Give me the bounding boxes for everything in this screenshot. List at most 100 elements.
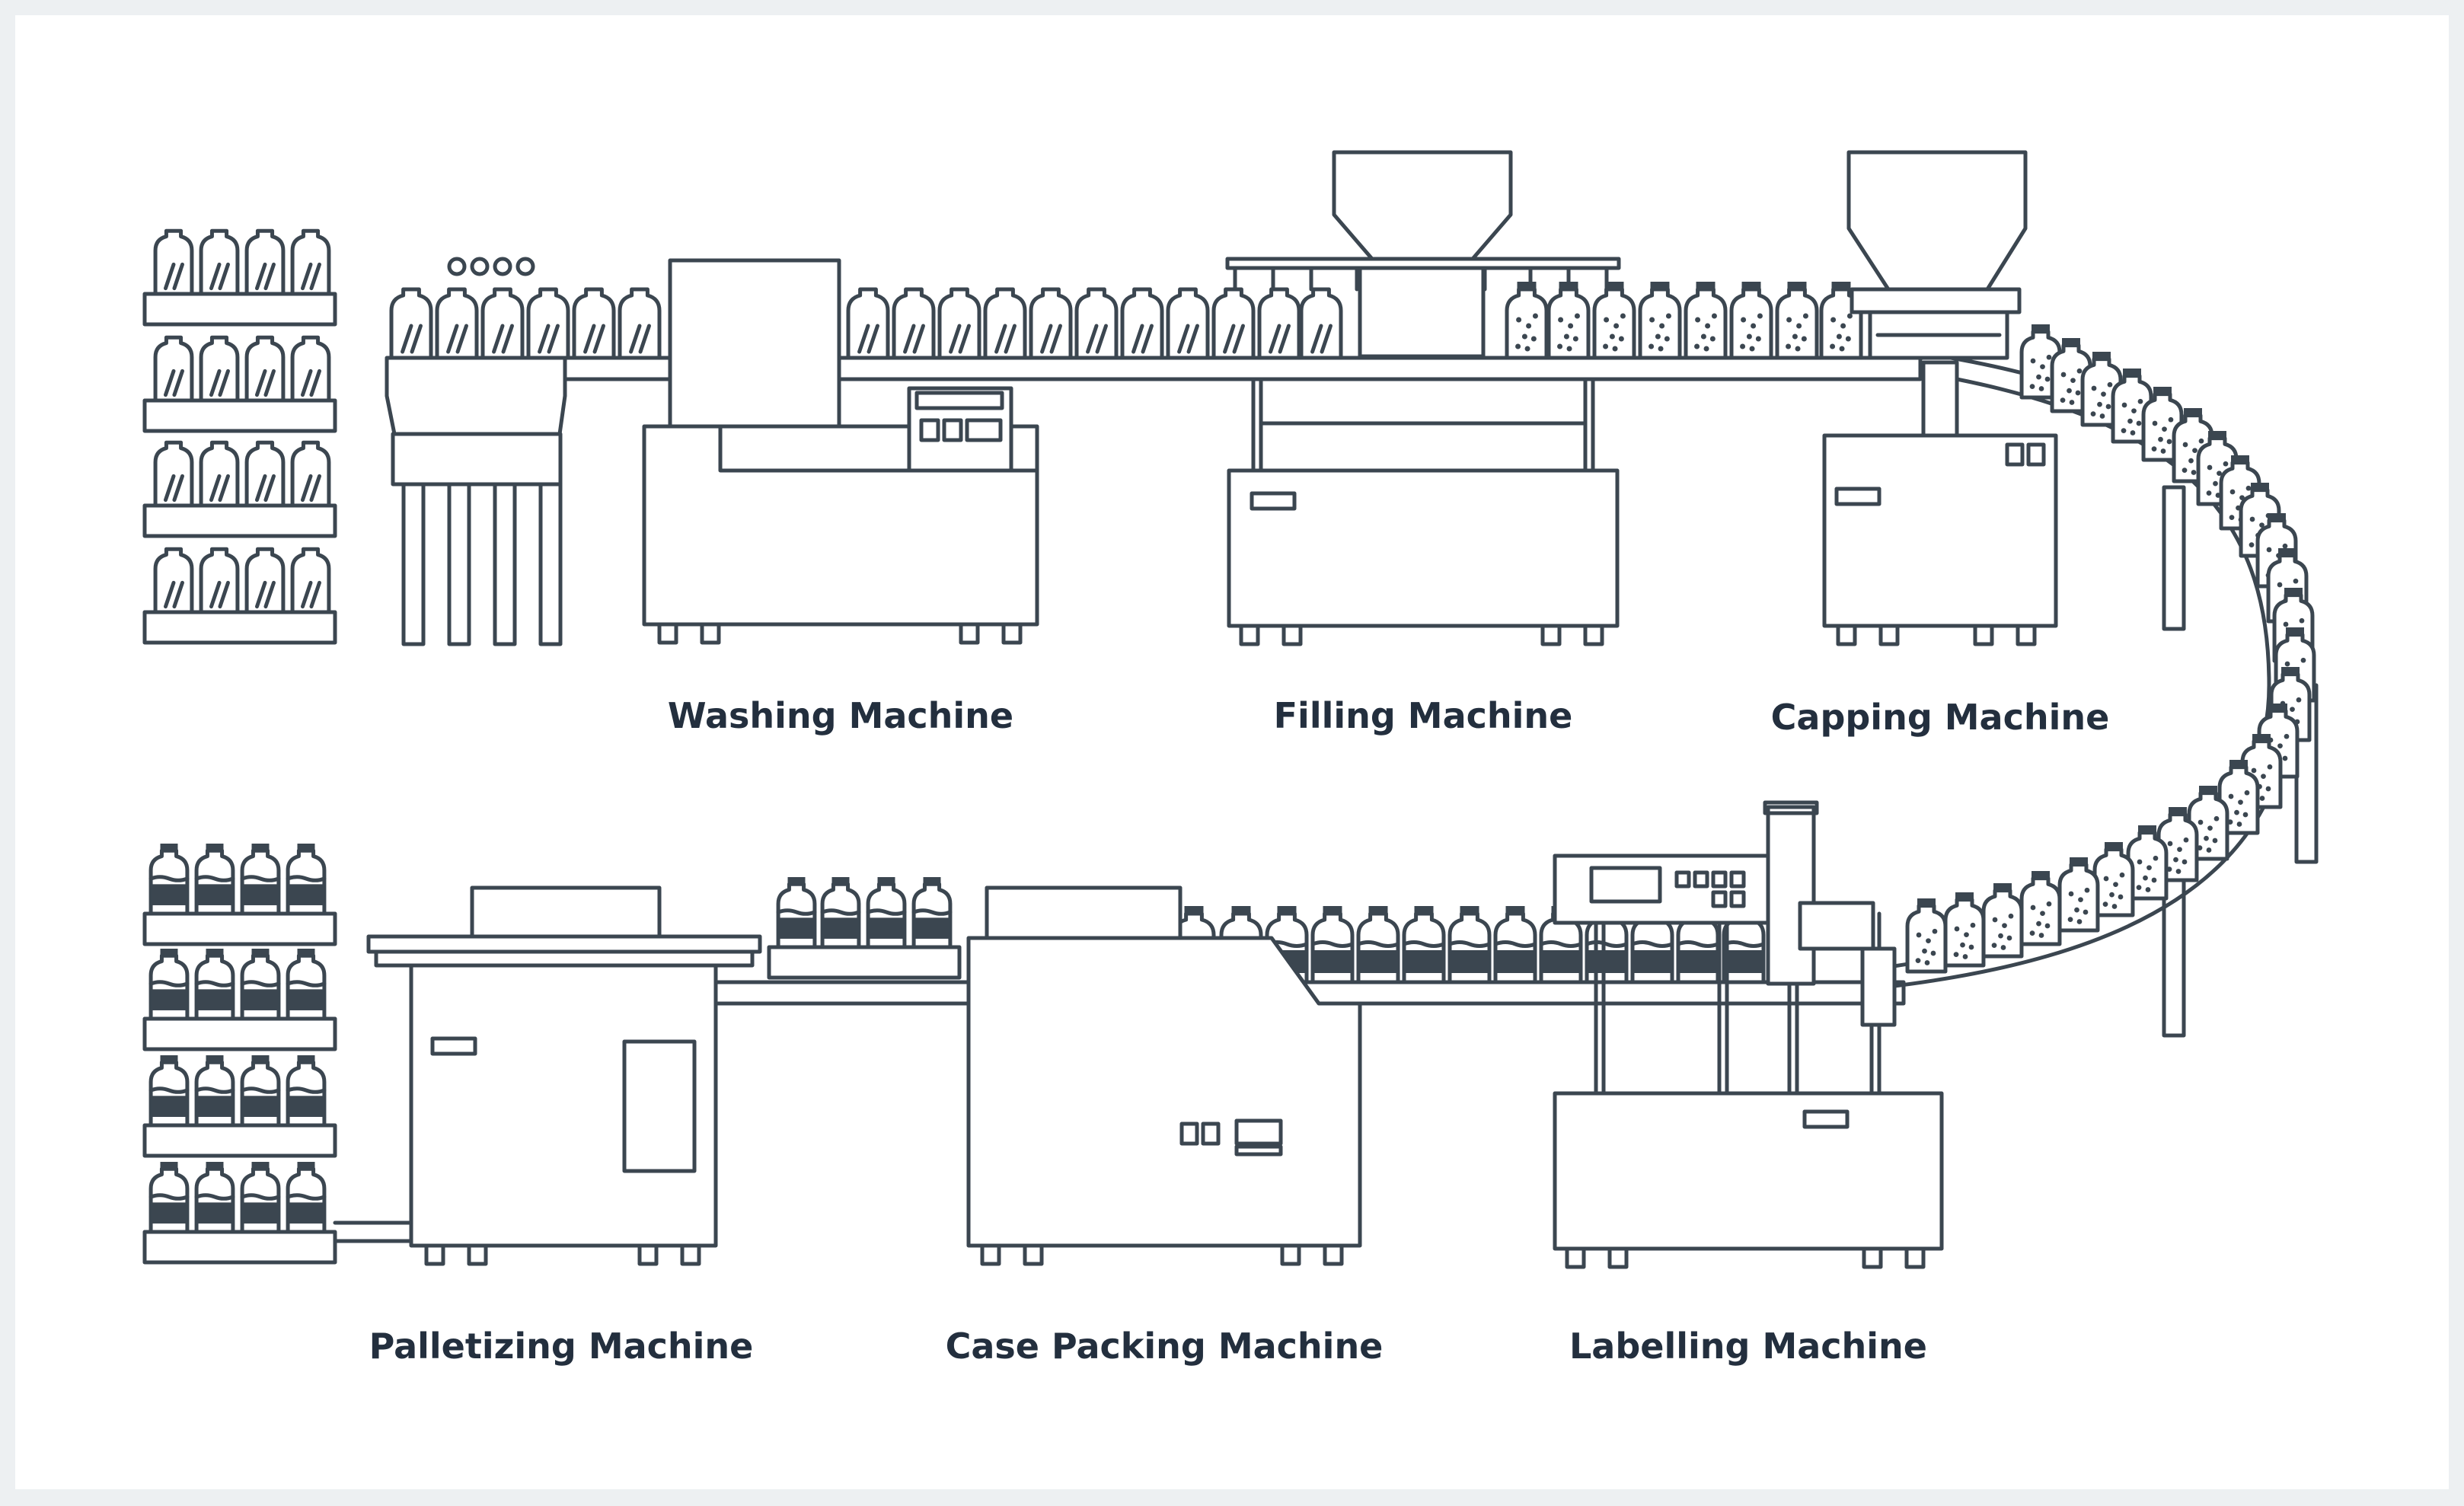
bottle-cap (2032, 871, 2050, 879)
bottle-body (892, 287, 936, 360)
bottle-cap (2208, 431, 2226, 439)
bubble (2113, 882, 2118, 888)
bubble (2076, 919, 2083, 924)
infeed-leg (538, 482, 563, 646)
liquid-wave (194, 1086, 235, 1094)
bottle-cap (923, 877, 941, 885)
glass-shine (501, 324, 514, 354)
bottle-icon (194, 844, 235, 916)
bottle-body (290, 228, 331, 296)
bubble (1612, 346, 1618, 352)
machine-foot (1239, 624, 1260, 646)
bottle-cap (1604, 282, 1624, 289)
bottle-body (937, 287, 981, 360)
bottle-cap (1787, 282, 1807, 289)
bubble (1960, 942, 1965, 948)
bottle-icon (286, 844, 327, 916)
bottle-icon (199, 440, 240, 508)
bubble (2206, 490, 2212, 496)
bubble (2182, 467, 2188, 473)
bubble (2197, 819, 2204, 825)
bottle-icon (866, 877, 907, 949)
bubble (2277, 743, 2283, 749)
glass-shine (583, 324, 596, 354)
bubble (2158, 436, 2163, 442)
liquid-wave (286, 875, 327, 882)
bottle-cap (2284, 588, 2303, 595)
bubble (2036, 374, 2041, 380)
glass-shine (1223, 324, 1236, 354)
bottle-icon (148, 1055, 190, 1128)
bubble (1830, 343, 1836, 349)
bubble (1755, 336, 1761, 342)
bubble (1801, 336, 1807, 342)
control-button (1674, 870, 1691, 889)
bubble (1740, 343, 1746, 349)
shelf-empty-bottles (142, 228, 337, 645)
bottle-cap (251, 949, 270, 956)
bottle-icon (194, 1055, 235, 1128)
bottle-label (1313, 950, 1352, 973)
bottle-icon (290, 335, 331, 403)
infeed-leg (401, 482, 426, 646)
label-labelling-machine: Labelling Machine (1569, 1326, 1927, 1367)
bubble (2090, 411, 2096, 416)
bottle-body (290, 547, 331, 614)
glass-shine (163, 262, 176, 291)
bottle-icon (153, 547, 194, 614)
glass-shine (300, 369, 313, 397)
bottle-cap (2281, 667, 2300, 675)
bubble (1741, 317, 1747, 323)
bubble (1658, 346, 1664, 352)
bubble (1604, 317, 1610, 323)
bubble (2282, 755, 2288, 761)
bubble (2242, 812, 2249, 818)
bottle-icon (194, 1162, 235, 1234)
bubble (1709, 336, 1716, 342)
bottle-icon (194, 949, 235, 1021)
bottle-icon (1257, 287, 1301, 360)
liquid-wave (148, 980, 190, 988)
bubble (1557, 343, 1563, 349)
glass-shine (547, 324, 560, 354)
liquid-wave (1630, 940, 1674, 948)
liquid-wave (286, 1086, 327, 1094)
liquid-wave (240, 1086, 281, 1094)
bubble (1846, 313, 1853, 319)
bottle-cap (2229, 760, 2248, 767)
bubble (1992, 917, 1998, 923)
bubble (2217, 471, 2222, 477)
bubble (2238, 799, 2243, 806)
palletizing-machine (333, 885, 762, 1266)
bottle-cap (206, 1162, 224, 1169)
bubble (2168, 416, 2174, 423)
control-button (919, 418, 940, 442)
machine-foot (680, 1243, 701, 1266)
bubble (2284, 661, 2290, 667)
liquid-wave (286, 980, 327, 988)
bottle-body (244, 228, 286, 296)
machine-labels: Washing Machine Filling Machine Capping … (369, 695, 2110, 1367)
palletizer-top-plate-lower (374, 949, 755, 968)
cap-dot (447, 257, 467, 276)
bubble (1757, 313, 1763, 319)
bottle-label (196, 884, 233, 905)
bubble (2266, 547, 2272, 553)
bottle-icon (892, 287, 936, 360)
bubble (2136, 885, 2142, 890)
glass-shine (209, 474, 222, 503)
bubble (2074, 907, 2079, 913)
glass-shine (163, 580, 176, 609)
infeed-leg (447, 482, 471, 646)
bottle-icon (526, 287, 570, 360)
bubble (1603, 343, 1609, 349)
bottle-label (151, 1096, 187, 1117)
liquid-wave (148, 875, 190, 882)
shelf-icon (142, 292, 337, 327)
glass-shine (309, 262, 321, 291)
glass-shine (263, 474, 276, 503)
bubble (2153, 855, 2159, 861)
bubble (1922, 948, 1927, 954)
capper-head-top (1850, 287, 2022, 314)
bubble (2259, 522, 2265, 528)
